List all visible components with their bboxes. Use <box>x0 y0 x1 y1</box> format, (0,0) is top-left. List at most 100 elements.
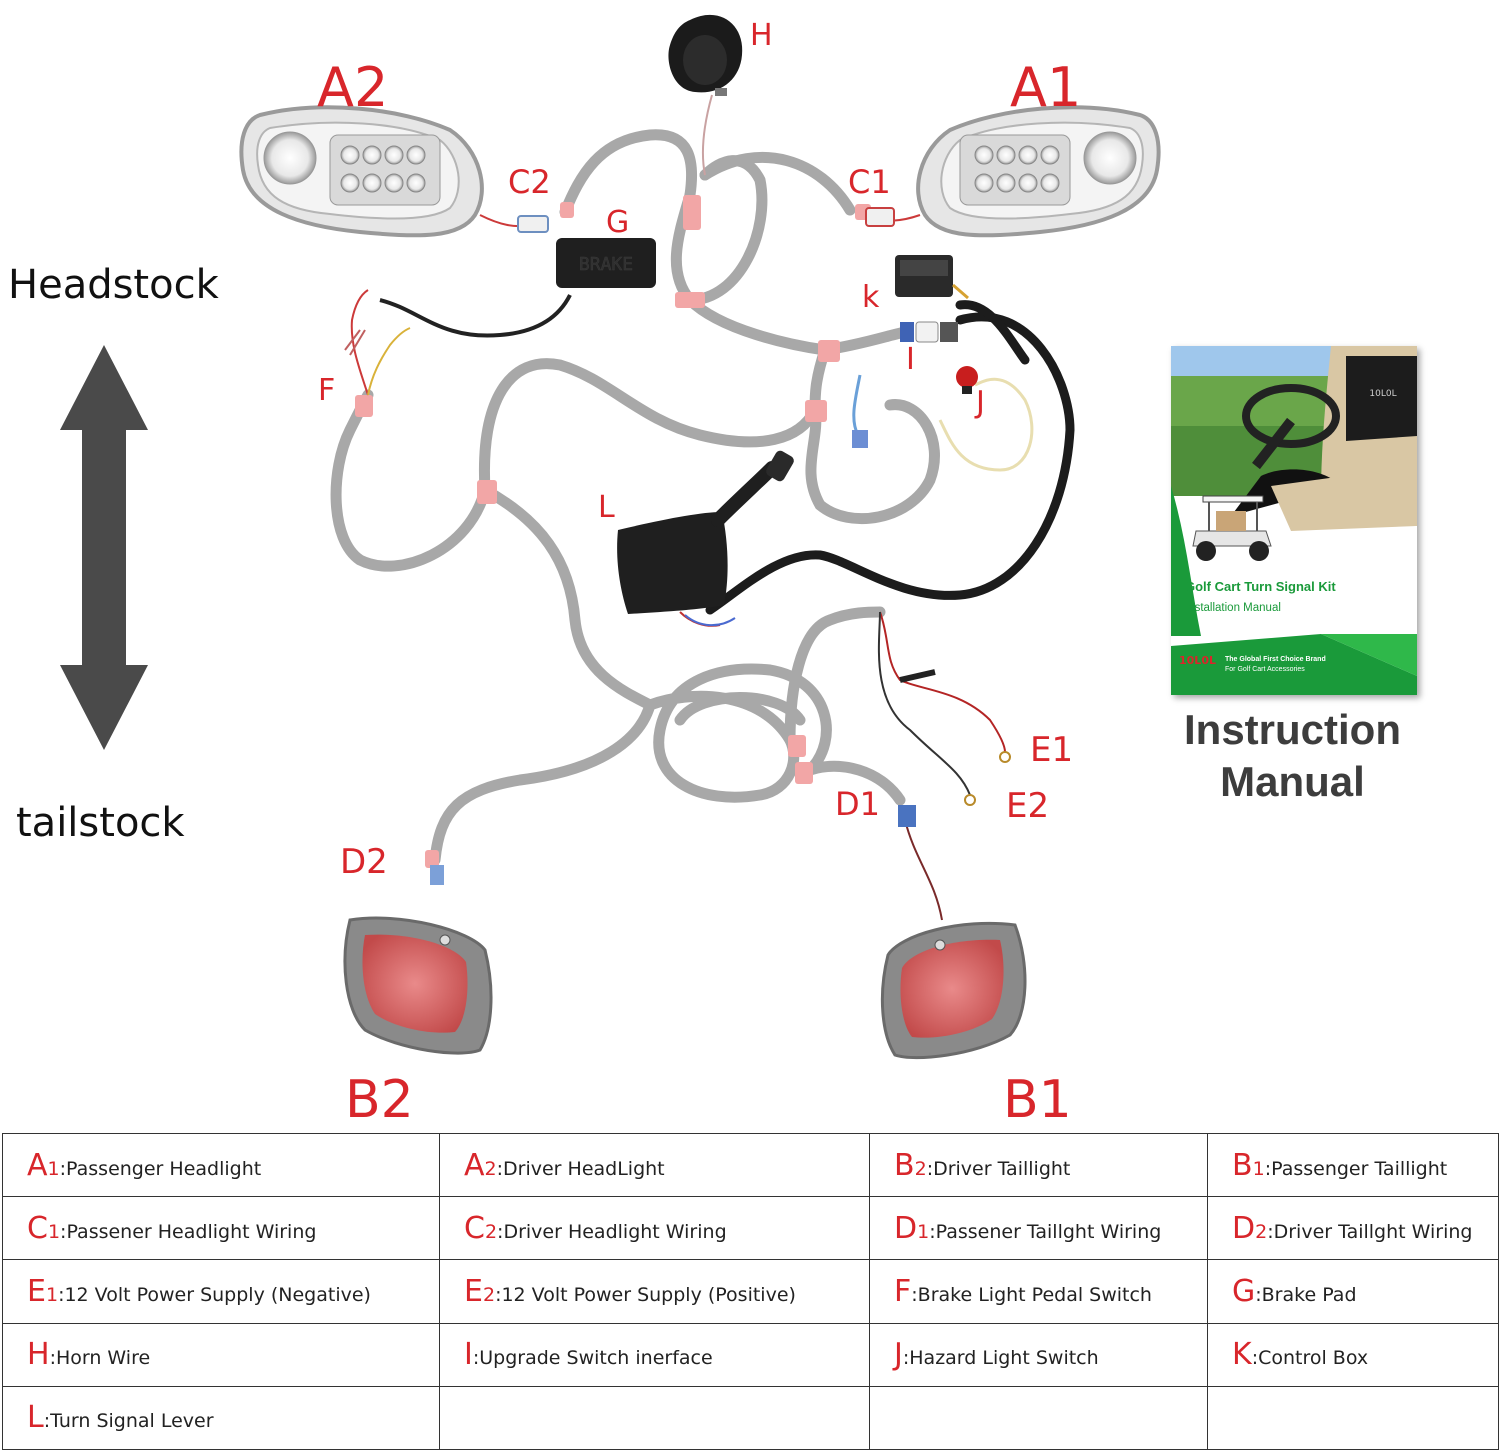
label-c1: C1 <box>848 163 891 201</box>
label-i: I <box>906 342 915 377</box>
legend-description: :Upgrade Switch inerface <box>472 1347 713 1370</box>
legend-description: :Passenger Headlight <box>59 1157 262 1180</box>
manual-cover-title: Golf Cart Turn Signal Kit <box>1185 579 1336 594</box>
legend-row: E1:12 Volt Power Supply (Negative)E2:12 … <box>2 1259 1499 1324</box>
brake-pad-text: BRAKE <box>579 254 633 275</box>
label-b1: B1 <box>1003 1070 1072 1130</box>
legend-row: L:Turn Signal Lever <box>2 1385 1499 1451</box>
legend-code-sub: 2 <box>1255 1220 1268 1243</box>
legend-description: :Hazard Light Switch <box>902 1347 1099 1370</box>
legend-cell <box>869 1385 1208 1451</box>
passenger-taillight <box>880 921 1027 1060</box>
legend-code: B <box>1232 1147 1253 1183</box>
label-g: G <box>606 205 630 240</box>
legend-cell: B2:Driver Taillight <box>869 1132 1208 1198</box>
manual-brand-line1: The Global First Choice Brand <box>1225 656 1326 663</box>
legend-cell: E1:12 Volt Power Supply (Negative) <box>2 1259 440 1324</box>
legend-code: E <box>27 1273 46 1309</box>
legend-cell: D1:Passener Taillght Wiring <box>869 1196 1208 1261</box>
black-harness-cable <box>705 300 1075 615</box>
manual-cover-subtitle: Installation Manual <box>1185 602 1281 614</box>
legend-cell: J:Hazard Light Switch <box>869 1322 1208 1387</box>
label-l: L <box>598 490 615 525</box>
blue-connector <box>852 430 868 448</box>
legend-description: :Driver Taillght Wiring <box>1267 1220 1473 1243</box>
legend-cell: A2:Driver HeadLight <box>439 1132 870 1198</box>
legend-code: D <box>1232 1210 1256 1246</box>
legend-code: L <box>27 1400 44 1436</box>
legend-code: D <box>894 1210 918 1246</box>
legend-code-sub: 2 <box>914 1157 927 1180</box>
legend-code: F <box>894 1273 912 1309</box>
instruction-manual-cover: 10L0L Golf Cart Turn Signal Kit Installa… <box>1171 346 1417 695</box>
legend-code: A <box>464 1147 485 1183</box>
thin-wires <box>701 94 1034 921</box>
legend-description: :Passener Taillght Wiring <box>929 1220 1162 1243</box>
legend-cell: L:Turn Signal Lever <box>2 1385 440 1451</box>
legend-cell: D2:Driver Taillght Wiring <box>1207 1196 1499 1261</box>
legend-code-sub: 1 <box>45 1283 59 1306</box>
upgrade-switch-connector <box>900 321 958 343</box>
manual-brand-logo: 10L0L <box>1179 654 1216 667</box>
legend-cell: I:Upgrade Switch inerface <box>439 1322 870 1387</box>
legend-code-sub: 2 <box>484 1157 497 1180</box>
legend-code-sub: 1 <box>47 1220 61 1243</box>
legend-code-sub: 1 <box>917 1220 930 1243</box>
legend-code-sub: 1 <box>1252 1157 1265 1180</box>
legend-description: :Control Box <box>1251 1347 1369 1370</box>
seat-logo: 10L0L <box>1369 389 1396 399</box>
label-a2: A2 <box>317 56 389 119</box>
legend-code: C <box>464 1210 485 1246</box>
label-a1: A1 <box>1010 56 1082 119</box>
legend-description: :Driver Headlight Wiring <box>497 1220 727 1243</box>
double-arrow-icon <box>60 345 148 750</box>
manual-cover-art: 10L0L Golf Cart Turn Signal Kit Installa… <box>1171 346 1417 695</box>
label-d1: D1 <box>835 785 880 823</box>
legend-description: :12 Volt Power Supply (Negative) <box>58 1283 371 1306</box>
brake-pad: BRAKE <box>556 238 656 288</box>
headstock-label: Headstock <box>8 262 219 308</box>
label-f: F <box>318 373 336 408</box>
legend-code: C <box>27 1210 48 1246</box>
legend-code: E <box>464 1273 483 1309</box>
legend-cell: B1:Passenger Taillight <box>1207 1132 1499 1198</box>
e2-ring-terminal <box>964 794 976 806</box>
legend-description: :Driver HeadLight <box>496 1157 665 1180</box>
legend-code: J <box>894 1337 903 1373</box>
legend-description: :Passenger Taillight <box>1264 1157 1448 1180</box>
legend-description: :Horn Wire <box>49 1347 151 1370</box>
brake-pad-wire <box>379 294 572 338</box>
harness-cables <box>330 129 940 866</box>
control-box <box>895 255 969 300</box>
tailstock-label: tailstock <box>16 800 185 846</box>
horn <box>668 14 743 96</box>
d1-connector <box>898 805 916 827</box>
legend-code-sub: 2 <box>482 1283 496 1306</box>
passenger-headlight <box>865 105 1161 238</box>
turn-signal-lever <box>617 450 794 627</box>
legend-cell: E2:12 Volt Power Supply (Positive) <box>439 1259 870 1324</box>
e1-ring-terminal <box>999 751 1011 763</box>
legend-cell: C1:Passener Headlight Wiring <box>2 1196 440 1261</box>
label-e2: E2 <box>1006 786 1050 826</box>
legend-code: G <box>1232 1273 1256 1309</box>
legend-code: B <box>894 1147 915 1183</box>
legend-code: A <box>27 1147 48 1183</box>
legend-code-sub: 2 <box>484 1220 498 1243</box>
brake-switch-wires <box>344 289 411 396</box>
hazard-switch <box>956 366 978 394</box>
manual-brand-line2: For Golf Cart Accessories <box>1225 666 1305 673</box>
legend-cell: A1:Passenger Headlight <box>2 1132 440 1198</box>
legend-cell: C2:Driver Headlight Wiring <box>439 1196 870 1261</box>
label-c2: C2 <box>508 163 551 201</box>
instruction-manual-title-line2: Manual <box>1220 758 1365 805</box>
label-d2: D2 <box>340 842 388 882</box>
legend-code-sub: 1 <box>47 1157 60 1180</box>
d2-connector <box>430 865 444 885</box>
legend-cell <box>439 1385 870 1451</box>
